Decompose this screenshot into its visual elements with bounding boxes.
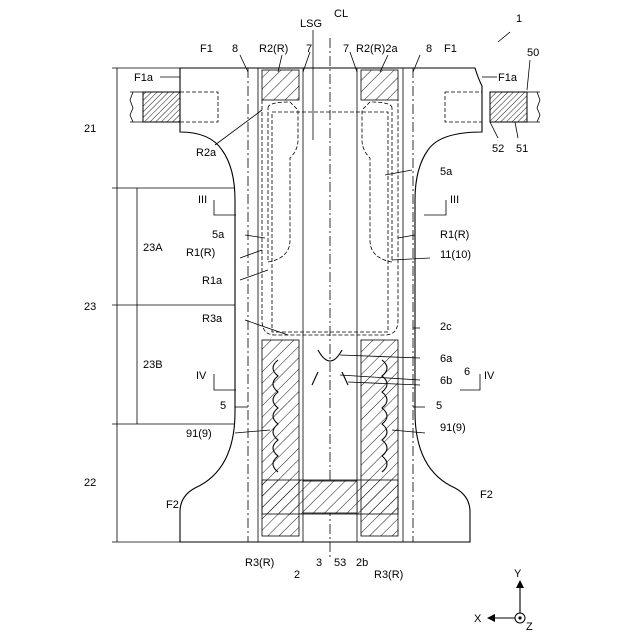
label-21: 21 — [84, 123, 96, 135]
axis-triad — [487, 580, 525, 623]
label-F1a-left: F1a — [134, 72, 154, 84]
hatch-r2-right — [361, 70, 398, 100]
label-CL: CL — [334, 8, 348, 20]
label-53: 53 — [334, 557, 346, 569]
label-91-left: 91(9) — [186, 428, 212, 440]
label-6: 6 — [464, 366, 470, 378]
label-5-right: 5 — [436, 400, 442, 412]
label-5-left: 5 — [220, 400, 226, 412]
section-iii-right — [424, 200, 446, 215]
label-R3R-left: R3(R) — [245, 557, 274, 569]
label-6b: 6b — [440, 375, 452, 387]
label-F2-left: F2 — [166, 499, 179, 511]
label-R1R-right: R1(R) — [440, 229, 469, 241]
label-52: 52 — [492, 143, 504, 155]
label-R1R-left: R1(R) — [186, 247, 215, 259]
label-R2a: R2a — [196, 147, 217, 159]
label-R3a: R3a — [202, 313, 223, 325]
label-8-left: 8 — [232, 43, 238, 55]
label-50: 50 — [527, 47, 539, 59]
label-7-left: 7 — [306, 43, 312, 55]
label-51: 51 — [516, 143, 528, 155]
label-7-right: 7 — [343, 43, 349, 55]
label-11-10: 11(10) — [440, 249, 471, 261]
section-iii-left — [214, 200, 236, 215]
mark-6b-right — [342, 372, 348, 385]
label-F1-left: F1 — [200, 43, 213, 55]
label-8-right: 8 — [426, 43, 432, 55]
left-tab-edge — [130, 92, 143, 122]
label-IV-right: IV — [484, 370, 495, 382]
label-R1a: R1a — [202, 275, 223, 287]
label-5a-left: 5a — [212, 229, 225, 241]
label-LSG: LSG — [300, 18, 322, 30]
label-ref-1: 1 — [516, 13, 522, 25]
pocket-left-dashed — [268, 102, 298, 262]
label-F1a-right: F1a — [498, 72, 518, 84]
mark-6b-left — [312, 372, 318, 385]
label-23B: 23B — [143, 359, 163, 371]
label-III-right: III — [450, 194, 459, 206]
right-tab-strip — [490, 92, 527, 122]
label-91-right: 91(9) — [440, 422, 466, 434]
label-5a-right-top: 5a — [440, 166, 453, 178]
label-6a: 6a — [440, 353, 453, 365]
r3-bottom-hatch-mid — [303, 481, 357, 513]
left-tab-base-dashed — [180, 92, 218, 122]
right-tab-edge — [527, 92, 540, 122]
label-2: 2 — [294, 569, 300, 581]
label-axis-y: Y — [514, 568, 522, 580]
label-23: 23 — [84, 301, 96, 313]
label-2b: 2b — [356, 557, 368, 569]
section-iv-left — [214, 374, 236, 390]
label-axis-x: X — [474, 613, 482, 625]
label-IV-left: IV — [196, 370, 207, 382]
label-F2-right: F2 — [480, 489, 493, 501]
right-tab-base-dashed — [445, 92, 482, 122]
pocket-right-dashed — [362, 102, 392, 262]
label-III-left: III — [198, 194, 207, 206]
label-axis-z: Z — [526, 621, 533, 633]
label-22: 22 — [84, 477, 96, 489]
left-tab-strip — [143, 92, 180, 122]
label-R3R-right: R3(R) — [374, 569, 403, 581]
label-3: 3 — [316, 557, 322, 569]
label-23A: 23A — [143, 242, 163, 254]
label-R2R-left: R2(R) — [259, 43, 288, 55]
hatch-r2-left — [262, 70, 299, 100]
label-2c: 2c — [440, 321, 452, 333]
label-R2R2a-right: R2(R)2a — [356, 43, 398, 55]
label-F1-right: F1 — [444, 43, 457, 55]
